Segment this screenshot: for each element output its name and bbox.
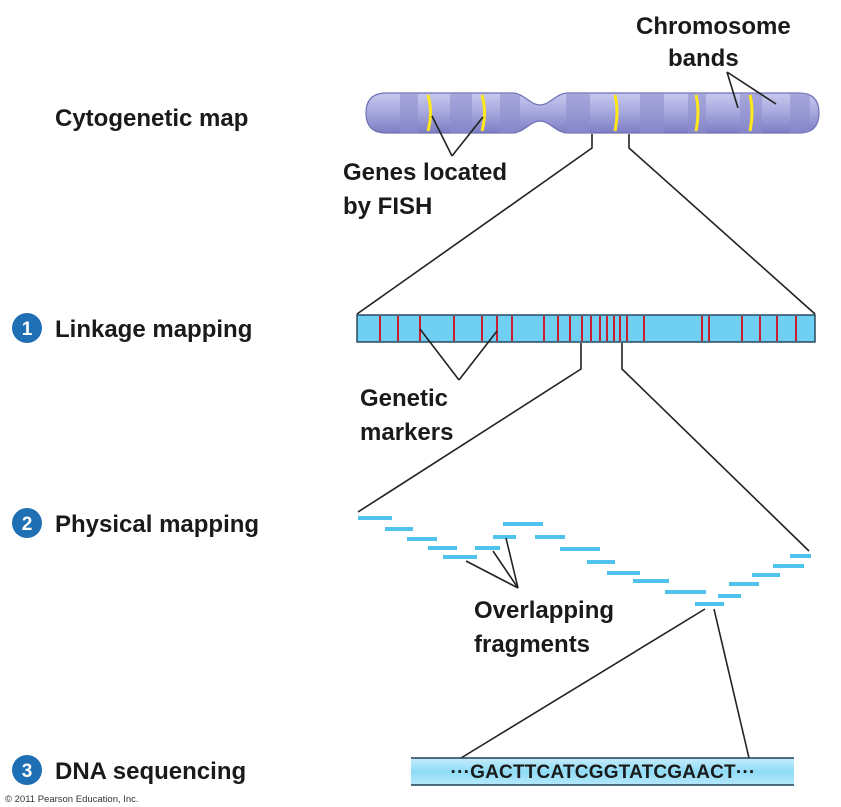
cytogenetic-map-label: Cytogenetic map: [55, 105, 248, 132]
dna-fragment: [560, 547, 600, 551]
genetic-markers: [379, 316, 797, 341]
dna-sequence-bar: ···GACTTCATCGGTATCGAACT···: [411, 757, 794, 786]
chromosome-band: [450, 93, 472, 133]
dna-sequencing-label: DNA sequencing: [55, 758, 246, 785]
fragments-pointer: [505, 537, 519, 589]
fish-signal: [613, 94, 619, 132]
chromosome-bands-callout: Chromosome bands: [636, 13, 791, 109]
zoom-lines-fragment: [460, 608, 750, 759]
dna-fragment: [443, 555, 477, 559]
copyright-notice: © 2011 Pearson Education, Inc.: [5, 794, 139, 805]
dna-fragment: [607, 571, 640, 575]
chromosome-band: [400, 93, 418, 133]
dna-fragment: [493, 535, 516, 539]
chromosome-band: [790, 93, 810, 133]
dna-fragment: [503, 522, 543, 526]
overlapping-fragments: [358, 516, 811, 606]
fragments-pointer: [492, 550, 519, 589]
chromosome-band: [566, 93, 590, 133]
dna-fragment: [729, 582, 759, 586]
fish-signal: [426, 94, 432, 132]
zoom-lines-linkage: [357, 343, 810, 552]
chromosome: [365, 92, 820, 134]
chromosome-band: [640, 93, 664, 133]
physical-mapping-label: Physical mapping: [55, 511, 259, 538]
dna-fragment: [358, 516, 392, 520]
linkage-mapping-label: Linkage mapping: [55, 316, 252, 343]
genetic-markers-pointer: [458, 330, 498, 381]
overlapping-label-line2: fragments: [474, 631, 590, 658]
fragments-pointer: [465, 560, 519, 589]
genes-fish-callout: Genes located by FISH: [343, 115, 507, 220]
dna-fragment: [752, 573, 780, 577]
dna-fragment: [535, 535, 565, 539]
dna-fragment: [587, 560, 615, 564]
dna-fragment: [665, 590, 706, 594]
overlapping-label-line1: Overlapping: [474, 597, 614, 624]
dna-fragment: [695, 602, 724, 606]
step-number: 2: [22, 514, 33, 535]
chromosome-bands-pointer: [726, 71, 777, 105]
dna-fragment: [773, 564, 804, 568]
fish-signal: [480, 94, 486, 132]
dna-fragment: [475, 546, 500, 550]
dna-fragment: [718, 594, 741, 598]
genes-fish-pointer: [431, 115, 453, 157]
dna-fragment: [385, 527, 413, 531]
chromosome-bands-label-line2: bands: [668, 45, 739, 72]
overlapping-fragments-callout: Overlapping fragments: [465, 537, 614, 658]
genetic-markers-label-line1: Genetic: [360, 385, 448, 412]
chromosome-bands-pointer: [726, 71, 739, 109]
step-number: 1: [22, 319, 33, 340]
step-circle: [12, 313, 42, 343]
step-circle: [12, 755, 42, 785]
step-circle: [12, 508, 42, 538]
genes-fish-label-line2: by FISH: [343, 193, 432, 220]
fish-signal: [694, 94, 700, 132]
dna-sequence-text: ···GACTTCATCGGTATCGAACT···: [451, 762, 756, 783]
chromosome-bands-label-line1: Chromosome: [636, 13, 791, 40]
genetic-markers-pointer: [419, 328, 460, 381]
step-3-badge: 3: [12, 755, 42, 785]
dna-fragment: [790, 554, 811, 558]
genes-fish-pointer: [451, 116, 484, 157]
step-1-badge: 1: [12, 313, 42, 343]
fish-signal: [748, 94, 754, 132]
zoom-lines-chromosome: [356, 134, 816, 315]
chromosome-band: [500, 93, 520, 133]
dna-fragment: [633, 579, 669, 583]
dna-fragment: [407, 537, 437, 541]
step-number: 3: [22, 761, 33, 782]
dna-fragment: [428, 546, 457, 550]
genetic-markers-callout: Genetic markers: [360, 328, 498, 446]
linkage-map-bar: [356, 314, 816, 343]
fish-signals: [426, 94, 754, 132]
genetic-markers-label-line2: markers: [360, 419, 453, 446]
step-2-badge: 2: [12, 508, 42, 538]
genes-fish-label-line1: Genes located: [343, 159, 507, 186]
